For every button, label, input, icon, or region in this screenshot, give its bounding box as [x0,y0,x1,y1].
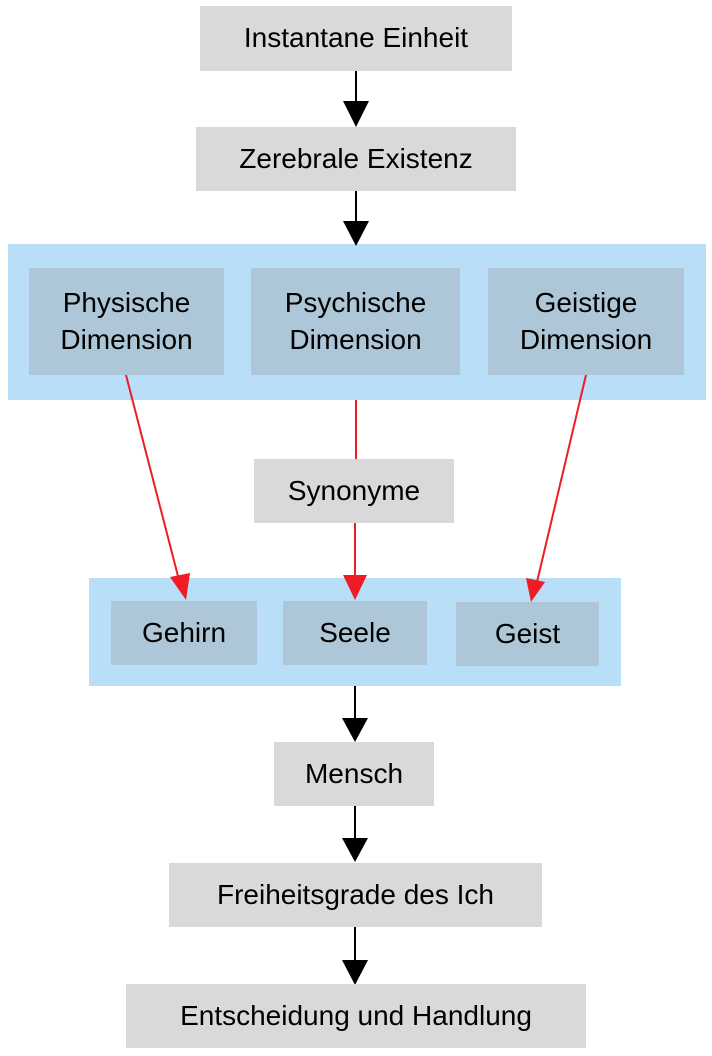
edge-mensch-freiheitsgrade [342,806,368,862]
edge-physische-gehirn [125,374,190,600]
node-geist[interactable]: Geist [456,602,599,666]
node-label: Entscheidung und Handlung [180,999,532,1031]
node-mensch[interactable]: Mensch [274,742,434,806]
node-synonyme[interactable]: Synonyme [254,459,454,523]
node-label: Zerebrale Existenz [239,142,473,174]
node-freiheitsgrade-des-ich[interactable]: Freiheitsgrade des Ich [169,863,542,927]
node-zerebrale-existenz[interactable]: Zerebrale Existenz [196,127,516,191]
node-instantane-einheit[interactable]: Instantane Einheit [200,6,512,71]
node-label: Psychische Dimension [284,287,427,355]
node-label: Instantane Einheit [243,22,469,54]
node-label: Synonyme [287,474,421,506]
node-label: Seele [319,616,391,648]
edge-freiheitsgrade-entscheidung [342,927,368,985]
node-label: Gehirn [141,616,227,648]
edge-geistige-geist [526,374,587,602]
node-label: Physische Dimension [60,287,193,355]
edge-instantane-zerebrale [343,71,369,127]
node-gehirn[interactable]: Gehirn [111,601,257,665]
node-geistige-dimension[interactable]: Geistige Dimension [488,268,684,375]
node-physische-dimension[interactable]: Physische Dimension [29,268,224,375]
node-label: Mensch [304,757,404,789]
node-entscheidung-und-handlung[interactable]: Entscheidung und Handlung [126,984,586,1048]
node-label: Geist [494,617,561,649]
node-label: Freiheitsgrade des Ich [216,878,495,910]
edge-cluster-mensch [342,686,368,742]
node-label: Geistige Dimension [519,287,653,355]
node-psychische-dimension[interactable]: Psychische Dimension [251,268,460,375]
node-seele[interactable]: Seele [283,601,427,665]
edge-zerebrale-dimensions [343,191,369,246]
edge-synonyme-seele [343,523,367,600]
